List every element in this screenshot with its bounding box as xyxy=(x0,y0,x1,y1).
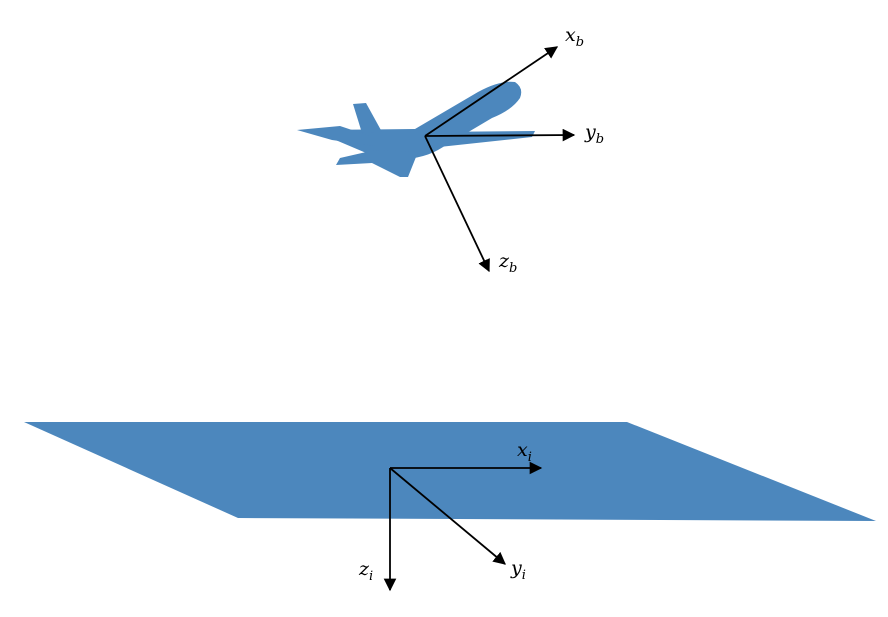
body-y-label: yb xyxy=(584,121,604,147)
inertial-y-label: yi xyxy=(510,557,526,583)
body-y-axis xyxy=(424,128,576,142)
body-z-label: zb xyxy=(498,250,517,276)
body-z-axis xyxy=(424,135,490,273)
body-x-label: xb xyxy=(565,24,584,50)
body-x-axis xyxy=(424,46,559,137)
ground-plane xyxy=(24,422,876,521)
inertial-z-label: zi xyxy=(358,558,373,584)
inertial-y-axis xyxy=(389,467,506,565)
airplane-icon xyxy=(297,81,535,177)
inertial-x-label: xi xyxy=(517,439,532,465)
inertial-frame: xi yi zi xyxy=(358,439,543,592)
body-frame: xb yb zb xyxy=(424,24,604,276)
